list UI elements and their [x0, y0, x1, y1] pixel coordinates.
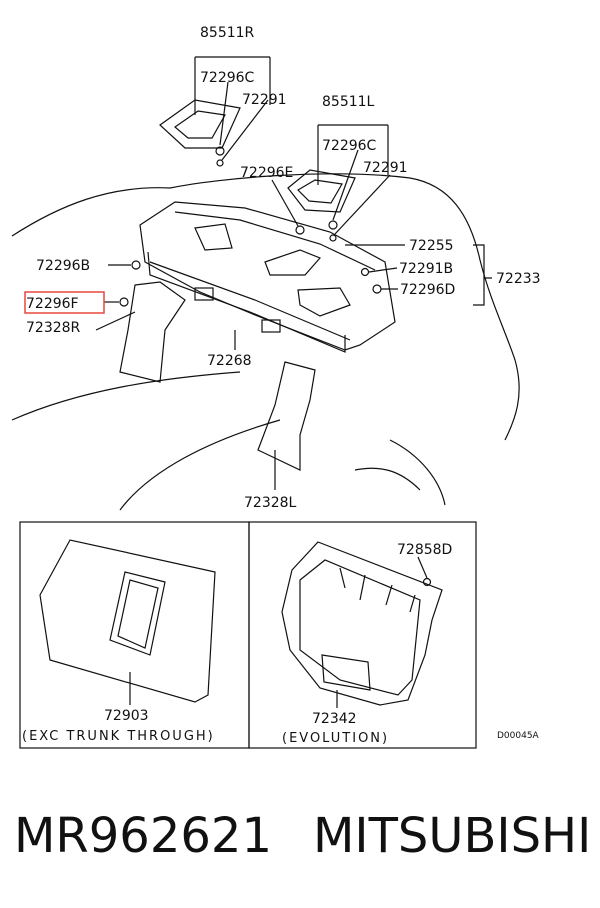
trunk-board-72903	[39, 539, 216, 703]
label-72268: 72268	[207, 353, 252, 369]
car-body-curve-right	[389, 439, 446, 506]
label-72858D: 72858D	[397, 542, 452, 558]
label-72328R: 72328R	[26, 320, 81, 336]
label-72296D: 72296D	[400, 282, 455, 298]
clip-72291-right	[216, 159, 224, 167]
clip-72291-left	[329, 234, 337, 242]
label-72255: 72255	[409, 238, 454, 254]
car-body-curve-wheel	[354, 467, 421, 491]
label-72296F: 72296F	[26, 296, 79, 312]
car-body-curve-lower	[11, 371, 241, 421]
label-72296E: 72296E	[240, 165, 293, 181]
parts-diagram: 85511R 72296C 72291 85511L 72296E 72296C…	[11, 25, 541, 749]
clip-72296C-left	[328, 220, 338, 230]
car-body-curve-fender	[119, 419, 281, 511]
label-72328L: 72328L	[244, 495, 297, 511]
clip-72296C-right	[215, 146, 225, 156]
clip-72858D	[422, 577, 432, 587]
clip-72296E	[295, 225, 305, 235]
car-body-outline	[11, 173, 520, 441]
diagram-code: D00045A	[497, 731, 540, 741]
pillar-trim-left	[257, 361, 316, 471]
label-72291-right: 72291	[242, 92, 287, 108]
highlight-box	[24, 291, 105, 314]
label-72342: 72342	[312, 711, 357, 727]
caption-evolution: (EVOLUTION)	[282, 731, 389, 746]
label-72903: 72903	[104, 708, 149, 724]
clip-72291B	[360, 267, 370, 277]
variant-box-right	[248, 521, 477, 749]
label-72233: 72233	[496, 271, 541, 287]
footer: MR962621 MITSUBISHI	[0, 800, 600, 880]
pillar-trim-right	[119, 281, 186, 383]
label-72296C-right: 72296C	[200, 70, 255, 86]
label-72291B: 72291B	[399, 261, 453, 277]
clip-72296F	[119, 297, 129, 307]
trunk-trim-72342	[281, 541, 443, 706]
label-72296C-left: 72296C	[322, 138, 377, 154]
label-85511L: 85511L	[322, 94, 375, 110]
speaker-cover-right	[159, 99, 241, 149]
part-number: MR962621	[14, 808, 272, 864]
rear-shelf-trim	[139, 201, 396, 351]
label-85511R: 85511R	[200, 25, 255, 41]
caption-exc-trunk-through: (EXC TRUNK THROUGH)	[22, 729, 215, 744]
clip-72296D	[372, 284, 382, 294]
label-72296B: 72296B	[36, 258, 90, 274]
lower-panel	[147, 251, 346, 353]
label-72291-left: 72291	[363, 160, 408, 176]
brand-name: MITSUBISHI	[313, 808, 592, 864]
clip-72296B	[131, 260, 141, 270]
speaker-cover-left	[287, 169, 356, 213]
